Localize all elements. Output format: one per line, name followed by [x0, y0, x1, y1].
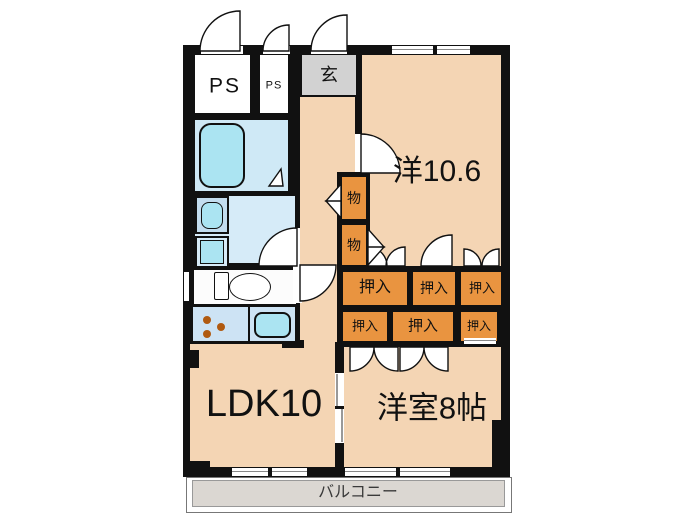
- ps-small-door-swing: [262, 24, 290, 52]
- window-divider-western: [396, 467, 400, 477]
- kitchen-sink: [254, 312, 291, 338]
- doorway-western-room: [355, 134, 362, 172]
- sliding-door-closet-f: [464, 338, 496, 344]
- closet-a: [343, 272, 407, 305]
- sliding-door-panel-2: [341, 409, 343, 442]
- sliding-door-panel-1: [336, 374, 338, 407]
- closet-f: [461, 312, 497, 341]
- washroom-door-swing: [258, 227, 298, 267]
- window-top-1: [392, 46, 433, 54]
- pillar-right-bottom: [492, 420, 510, 477]
- wall-hall-west: [355, 55, 362, 177]
- stove-burner-3: [203, 330, 211, 338]
- closet-a-label: 押入: [358, 279, 392, 296]
- ps-large-label: PS: [208, 74, 242, 98]
- balcony-deck: [192, 480, 505, 507]
- toilet-door-swing: [299, 264, 337, 302]
- wall-stub-kitchen: [282, 340, 304, 348]
- stove-burner-1: [203, 316, 211, 324]
- room-entrance: [300, 53, 358, 97]
- storage-1-folding-door: [324, 182, 342, 220]
- window-toilet: [184, 272, 189, 301]
- closet-c: [461, 272, 501, 305]
- toilet-tank: [214, 272, 229, 300]
- ldk-label: LDK10: [205, 383, 323, 425]
- western-room-large-label: 洋10.6: [392, 155, 482, 188]
- closet-e-label: 押入: [407, 317, 439, 335]
- wash-basin: [201, 202, 223, 229]
- closet-f-label: 押入: [466, 319, 492, 333]
- closet-d: [343, 312, 387, 341]
- stove-burner-2: [217, 323, 225, 331]
- ps-small-label: PS: [265, 79, 283, 92]
- closet-b: [413, 272, 455, 305]
- toilet-bowl: [229, 273, 271, 301]
- storage-1-label: 物: [347, 190, 361, 206]
- entrance-door-swing: [310, 14, 348, 52]
- entrance-label: 玄: [320, 65, 338, 85]
- closet-c-door-swing: [463, 248, 500, 267]
- wall-left: [183, 45, 190, 477]
- bathtub: [199, 123, 245, 188]
- ps-large-door-swing: [199, 10, 241, 52]
- kitchen-divider: [248, 306, 250, 342]
- western-room-8-label: 洋室8帖: [376, 390, 488, 426]
- closet-b-door-swing: [420, 234, 453, 267]
- storage-box-2: [342, 225, 366, 265]
- closet-e: [393, 312, 453, 341]
- storage-2-label: 物: [347, 237, 361, 253]
- window-top-2: [437, 46, 470, 54]
- pillar-left-mid: [183, 350, 199, 368]
- closet-b-label: 押入: [420, 280, 448, 296]
- closet-c-label: 押入: [468, 280, 496, 296]
- bathroom-folding-door: [267, 167, 284, 187]
- pillar-left-bottom: [189, 461, 210, 477]
- storage-box-1: [342, 177, 366, 219]
- closet-e-door-swing: [399, 346, 449, 372]
- closet-d-label: 押入: [351, 318, 379, 334]
- balcony-label: バルコニー: [318, 484, 398, 501]
- closet-d-door-swing: [349, 346, 399, 372]
- washing-machine: [200, 240, 224, 264]
- wall-right: [501, 45, 510, 477]
- window-divider-ldk: [268, 467, 272, 477]
- storage-2-folding-door: [367, 227, 386, 267]
- sliding-door-joint: [335, 406, 344, 409]
- western-room-door-swing: [360, 133, 401, 174]
- doorway-toilet: [293, 266, 302, 303]
